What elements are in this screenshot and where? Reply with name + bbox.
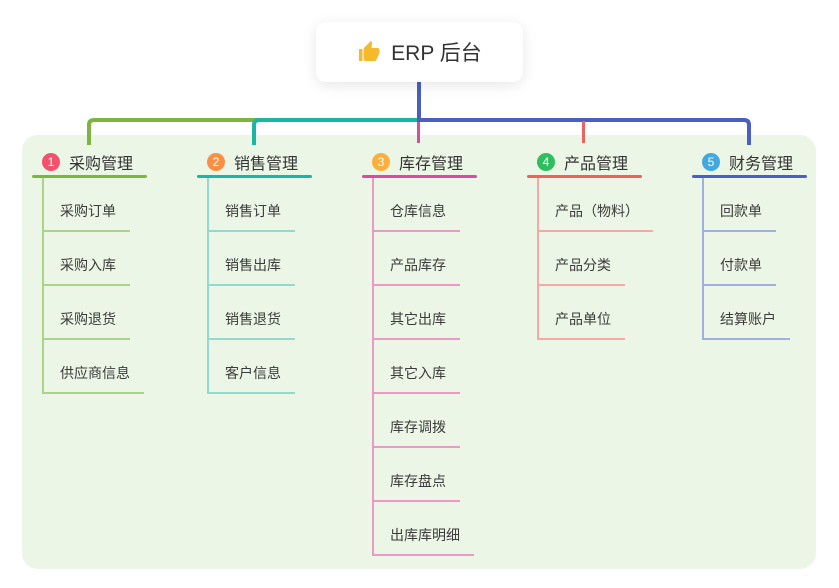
branch-title: 销售管理 — [234, 156, 299, 173]
branch-item-label: 其它入库 — [374, 363, 460, 394]
branch-item[interactable]: 其它出库 — [374, 286, 527, 340]
branch-underline — [197, 175, 312, 178]
branch-item[interactable]: 仓库信息 — [374, 178, 527, 232]
branch-item[interactable]: 销售退货 — [209, 286, 362, 340]
branch-number-badge: 3 — [372, 153, 390, 171]
branch-item-label: 采购订单 — [44, 201, 130, 232]
root-node[interactable]: ERP 后台 — [316, 22, 523, 82]
branch-item[interactable]: 出库库明细 — [374, 502, 527, 556]
branch-item[interactable]: 产品库存 — [374, 232, 527, 286]
branch-title: 财务管理 — [729, 156, 794, 173]
branch-underline — [32, 175, 147, 178]
branch-1: 1 采购管理采购订单采购入库采购退货供应商信息 — [32, 149, 197, 394]
branch-item-label: 产品（物料） — [539, 201, 653, 232]
branch-number-badge: 5 — [702, 153, 720, 171]
branch-item-label: 客户信息 — [209, 363, 295, 394]
thumbs-up-icon — [357, 40, 381, 64]
branch-item[interactable]: 产品单位 — [539, 286, 692, 340]
branch-title: 库存管理 — [399, 156, 464, 173]
branch-item-label: 产品单位 — [539, 309, 625, 340]
branch-item-label: 仓库信息 — [374, 201, 460, 232]
branch-item-label: 销售退货 — [209, 309, 295, 340]
branch-item[interactable]: 其它入库 — [374, 340, 527, 394]
branch-item-label: 销售出库 — [209, 255, 295, 286]
branch-item[interactable]: 付款单 — [704, 232, 839, 286]
branch-item-list: 仓库信息产品库存其它出库其它入库库存调拨库存盘点出库库明细 — [372, 178, 527, 556]
branch-title: 产品管理 — [564, 156, 629, 173]
branch-item-label: 结算账户 — [704, 309, 790, 340]
branch-item[interactable]: 结算账户 — [704, 286, 839, 340]
branch-header-4[interactable]: 4 产品管理 — [537, 149, 692, 175]
branch-item-label: 采购退货 — [44, 309, 130, 340]
branch-item[interactable]: 产品分类 — [539, 232, 692, 286]
branch-header-3[interactable]: 3 库存管理 — [372, 149, 527, 175]
branch-item-label: 产品库存 — [374, 255, 460, 286]
branch-item-label: 产品分类 — [539, 255, 625, 286]
branch-item[interactable]: 库存调拨 — [374, 394, 527, 448]
branch-header-2[interactable]: 2 销售管理 — [207, 149, 362, 175]
root-node-label: ERP 后台 — [391, 42, 482, 65]
branch-item[interactable]: 供应商信息 — [44, 340, 197, 394]
branch-item[interactable]: 采购退货 — [44, 286, 197, 340]
branch-underline — [362, 175, 477, 178]
branch-header-1[interactable]: 1 采购管理 — [42, 149, 197, 175]
branch-item[interactable]: 采购订单 — [44, 178, 197, 232]
branch-item-label: 采购入库 — [44, 255, 130, 286]
branch-underline — [527, 175, 642, 178]
branch-underline — [692, 175, 807, 178]
branch-item-label: 库存盘点 — [374, 471, 460, 502]
branch-item[interactable]: 销售订单 — [209, 178, 362, 232]
branch-item[interactable]: 回款单 — [704, 178, 839, 232]
branch-item[interactable]: 客户信息 — [209, 340, 362, 394]
branch-2: 2 销售管理销售订单销售出库销售退货客户信息 — [197, 149, 362, 394]
branch-item-label: 供应商信息 — [44, 363, 144, 394]
branch-item-label: 其它出库 — [374, 309, 460, 340]
branch-item-list: 回款单付款单结算账户 — [702, 178, 839, 340]
branches-panel — [22, 135, 816, 569]
branch-number-badge: 4 — [537, 153, 555, 171]
branch-item-label: 出库库明细 — [374, 525, 474, 556]
branch-item[interactable]: 采购入库 — [44, 232, 197, 286]
branch-item-label: 销售订单 — [209, 201, 295, 232]
branch-number-badge: 1 — [42, 153, 60, 171]
branch-item[interactable]: 销售出库 — [209, 232, 362, 286]
branch-item-list: 产品（物料） 产品分类产品单位 — [537, 178, 692, 340]
branch-5: 5 财务管理回款单付款单结算账户 — [692, 149, 839, 340]
branch-title: 采购管理 — [69, 156, 134, 173]
branch-number-badge: 2 — [207, 153, 225, 171]
branch-item-label: 付款单 — [704, 255, 776, 286]
branch-item-label: 库存调拨 — [374, 417, 460, 448]
branch-3: 3 库存管理仓库信息产品库存其它出库其它入库库存调拨库存盘点出库库明细 — [362, 149, 527, 556]
branch-item-label: 回款单 — [704, 201, 776, 232]
branch-header-5[interactable]: 5 财务管理 — [702, 149, 839, 175]
branch-item-list: 销售订单销售出库销售退货客户信息 — [207, 178, 362, 394]
branch-item[interactable]: 库存盘点 — [374, 448, 527, 502]
branch-item-list: 采购订单采购入库采购退货供应商信息 — [42, 178, 197, 394]
branch-item[interactable]: 产品（物料） — [539, 178, 692, 232]
branch-4: 4 产品管理产品（物料） 产品分类产品单位 — [527, 149, 692, 340]
